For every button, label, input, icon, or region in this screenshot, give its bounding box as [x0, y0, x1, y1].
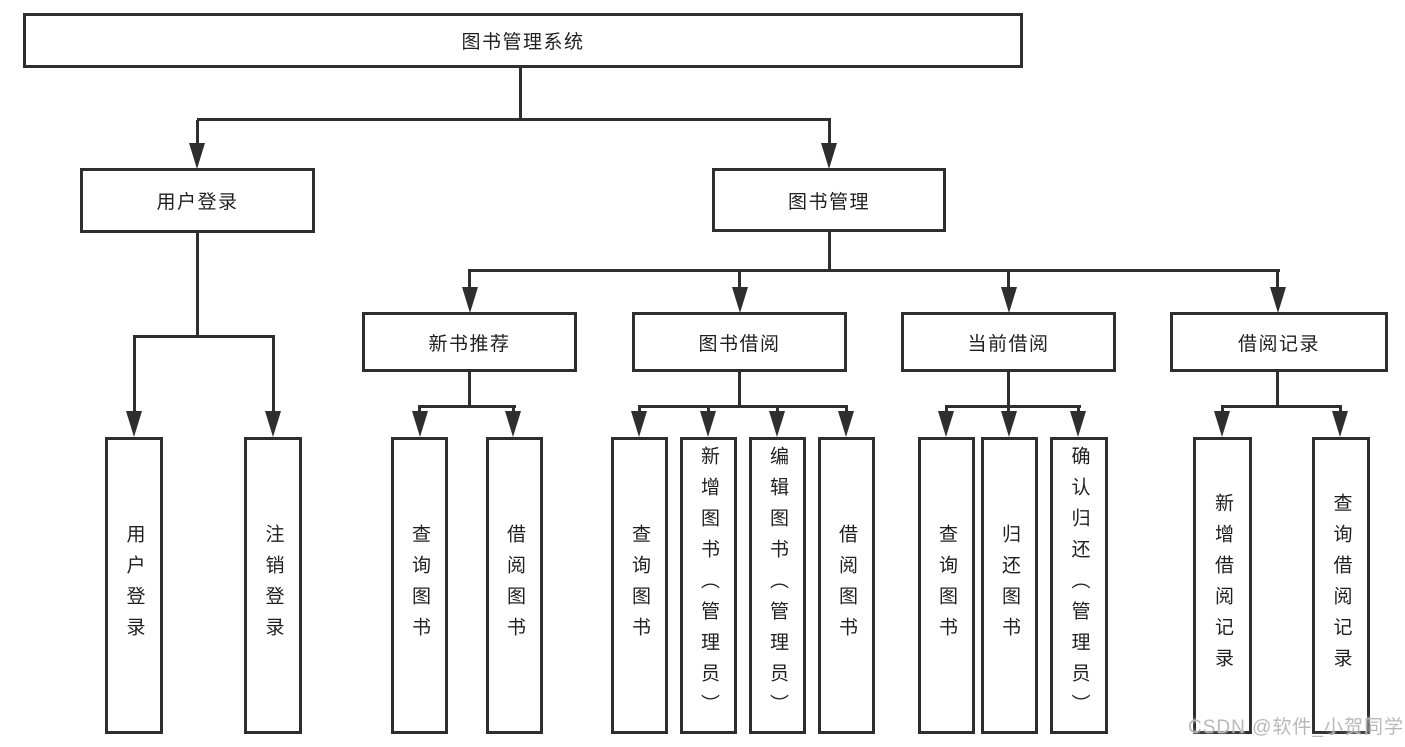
- connector-root-stub: [519, 66, 522, 120]
- csdn-watermark: CSDN @软件_小贺同学: [1188, 717, 1404, 738]
- connector-user-branch-stub: [196, 232, 199, 337]
- node-book-borrow-label: 图书借阅: [698, 333, 781, 355]
- connector-stem-leaf-user-login: [133, 335, 136, 413]
- connector-g4-stem-1: [1221, 405, 1224, 413]
- connector-stem-book-borrow: [738, 269, 741, 289]
- arrow-g3-leaf-3: [1070, 411, 1086, 437]
- leaf-query-books-2: 查询图书: [611, 437, 668, 734]
- leaf-query-books-1-label: 查询图书: [409, 523, 430, 648]
- leaf-add-book-admin: 新增图书（管理员）: [680, 437, 737, 734]
- arrow-g2-leaf-2: [700, 411, 716, 437]
- connector-g1-stem-1: [418, 405, 421, 413]
- leaf-query-books-3-label: 查询图书: [936, 523, 957, 648]
- connector-g3-stub: [1007, 371, 1010, 407]
- connector-stem-borrow-records: [1276, 269, 1279, 289]
- connector-stem-book-mgmt: [828, 120, 831, 145]
- arrow-to-book-mgmt: [821, 143, 837, 169]
- leaf-add-book-admin-label: 新增图书（管理员）: [698, 446, 719, 725]
- connector-user-branch-horizontal: [133, 335, 275, 338]
- leaf-confirm-return-admin: 确认归还（管理员）: [1050, 437, 1108, 734]
- leaf-confirm-return-admin-label: 确认归还（管理员）: [1068, 446, 1090, 725]
- connector-g2-stem-1: [638, 405, 641, 413]
- arrow-g1-leaf-1: [412, 411, 428, 437]
- leaf-borrow-books-2: 借阅图书: [818, 437, 875, 734]
- arrow-to-borrow-records: [1270, 287, 1286, 313]
- node-current-borrow-label: 当前借阅: [967, 333, 1050, 355]
- connector-stem-user-login: [196, 120, 199, 145]
- connector-g3-stem-2: [1007, 405, 1010, 413]
- connector-g1-stem-2: [512, 405, 515, 413]
- arrow-g3-leaf-1: [938, 411, 954, 437]
- leaf-query-books-1: 查询图书: [391, 437, 448, 734]
- node-current-borrow: 当前借阅: [901, 312, 1116, 372]
- connector-stem-new-books: [468, 269, 471, 289]
- connector-book-branch-stub: [828, 230, 831, 272]
- connector-g1-stub: [468, 371, 471, 407]
- connector-g2-stem-2: [707, 405, 710, 413]
- arrow-to-user-login: [189, 143, 205, 169]
- node-book-mgmt-label: 图书管理: [787, 191, 870, 213]
- connector-level3-horizontal: [470, 269, 1280, 272]
- arrow-g4-leaf-1: [1214, 411, 1230, 437]
- arrow-to-leaf-user-login: [126, 411, 142, 437]
- connector-g3-stem-1: [945, 405, 948, 413]
- connector-g3-stem-3: [1077, 405, 1080, 413]
- connector-stem-leaf-logout: [272, 335, 275, 413]
- node-borrow-records-label: 借阅记录: [1237, 333, 1320, 355]
- connector-g4-horizontal: [1221, 405, 1342, 408]
- leaf-borrow-books-2-label: 借阅图书: [836, 523, 857, 648]
- arrow-g4-leaf-2: [1332, 411, 1348, 437]
- connector-g3-horizontal: [945, 405, 1081, 408]
- node-book-mgmt: 图书管理: [712, 168, 946, 232]
- connector-level1-horizontal: [197, 118, 831, 121]
- arrow-to-new-books: [462, 287, 478, 313]
- leaf-borrow-books-1: 借阅图书: [486, 437, 543, 734]
- leaf-edit-book-admin: 编辑图书（管理员）: [749, 437, 806, 734]
- leaf-query-books-3: 查询图书: [918, 437, 975, 734]
- arrow-g2-leaf-3: [769, 411, 785, 437]
- leaf-query-books-2-label: 查询图书: [629, 523, 650, 648]
- connector-g4-stub: [1276, 371, 1279, 407]
- node-book-borrow: 图书借阅: [632, 312, 847, 372]
- node-root: 图书管理系统: [23, 13, 1023, 68]
- node-root-label: 图书管理系统: [461, 32, 585, 53]
- leaf-borrow-books-1-label: 借阅图书: [504, 523, 525, 648]
- connector-stem-current-borrow: [1007, 269, 1010, 289]
- leaf-edit-book-admin-label: 编辑图书（管理员）: [767, 446, 788, 725]
- node-user-login: 用户登录: [80, 168, 315, 233]
- leaf-logout: 注销登录: [244, 437, 302, 734]
- connector-g2-stem-3: [776, 405, 779, 413]
- arrow-to-current-borrow: [1001, 287, 1017, 313]
- arrow-to-book-borrow: [732, 287, 748, 313]
- connector-g2-stem-4: [845, 405, 848, 413]
- arrow-g1-leaf-2: [505, 411, 521, 437]
- node-user-login-label: 用户登录: [156, 192, 239, 213]
- arrow-to-leaf-logout: [265, 411, 281, 437]
- connector-g2-horizontal: [638, 405, 848, 408]
- leaf-query-borrow-record-label: 查询借阅记录: [1330, 492, 1352, 679]
- arrow-g2-leaf-4: [838, 411, 854, 437]
- leaf-add-borrow-record-label: 新增借阅记录: [1212, 492, 1233, 679]
- node-new-books-label: 新书推荐: [428, 333, 511, 355]
- arrow-g3-leaf-2: [1001, 411, 1017, 437]
- node-borrow-records: 借阅记录: [1170, 312, 1388, 372]
- leaf-user-login: 用户登录: [105, 437, 163, 734]
- node-new-books: 新书推荐: [362, 312, 577, 372]
- leaf-add-borrow-record: 新增借阅记录: [1193, 437, 1252, 734]
- leaf-logout-label: 注销登录: [262, 523, 284, 648]
- arrow-g2-leaf-1: [631, 411, 647, 437]
- connector-g4-stem-2: [1339, 405, 1342, 413]
- leaf-return-book: 归还图书: [981, 437, 1038, 734]
- leaf-query-borrow-record: 查询借阅记录: [1312, 437, 1370, 734]
- connector-g1-horizontal: [418, 405, 516, 408]
- leaf-user-login-label: 用户登录: [123, 523, 145, 648]
- leaf-return-book-label: 归还图书: [999, 523, 1020, 648]
- connector-g2-stub: [738, 371, 741, 407]
